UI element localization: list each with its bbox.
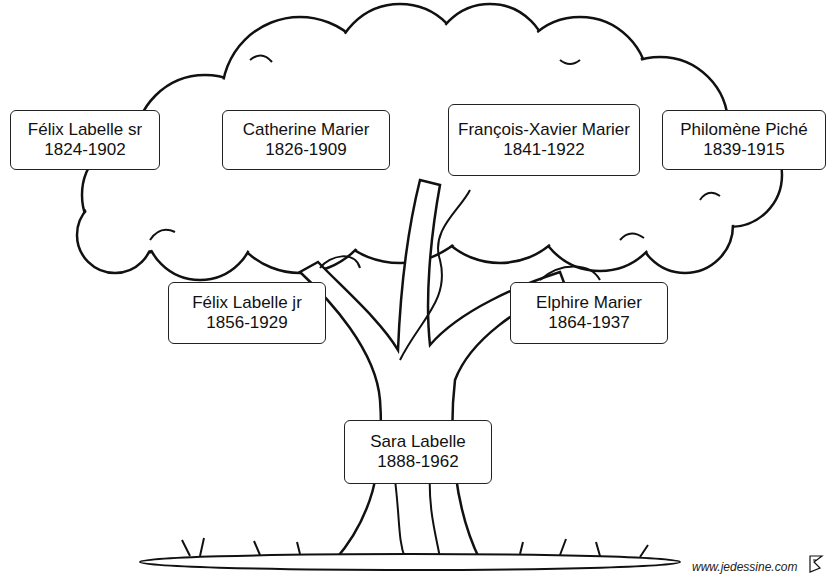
person-box: Catherine Marier1826-1909 [222, 110, 390, 170]
life-dates: 1856-1929 [206, 313, 287, 333]
life-dates: 1888-1962 [377, 452, 458, 472]
person-box: Sara Labelle1888-1962 [344, 420, 492, 484]
person-box: Félix Labelle sr1824-1902 [10, 110, 160, 170]
watermark: www.jedessine.com [692, 560, 797, 574]
person-name: Catherine Marier [243, 120, 370, 140]
person-name: Philomène Piché [680, 120, 808, 140]
life-dates: 1841-1922 [503, 140, 584, 160]
person-box: Félix Labelle jr1856-1929 [168, 282, 326, 344]
person-box: Philomène Piché1839-1915 [662, 110, 826, 170]
life-dates: 1824-1902 [44, 140, 125, 160]
life-dates: 1839-1915 [703, 140, 784, 160]
person-name: Félix Labelle sr [28, 120, 142, 140]
person-name: Sara Labelle [370, 432, 465, 452]
person-box: Elphire Marier1864-1937 [510, 282, 668, 344]
person-name: Elphire Marier [536, 293, 642, 313]
life-dates: 1864-1937 [548, 313, 629, 333]
person-box: François-Xavier Marier1841-1922 [448, 104, 640, 176]
life-dates: 1826-1909 [265, 140, 346, 160]
person-name: François-Xavier Marier [458, 120, 630, 140]
person-name: Félix Labelle jr [192, 293, 302, 313]
